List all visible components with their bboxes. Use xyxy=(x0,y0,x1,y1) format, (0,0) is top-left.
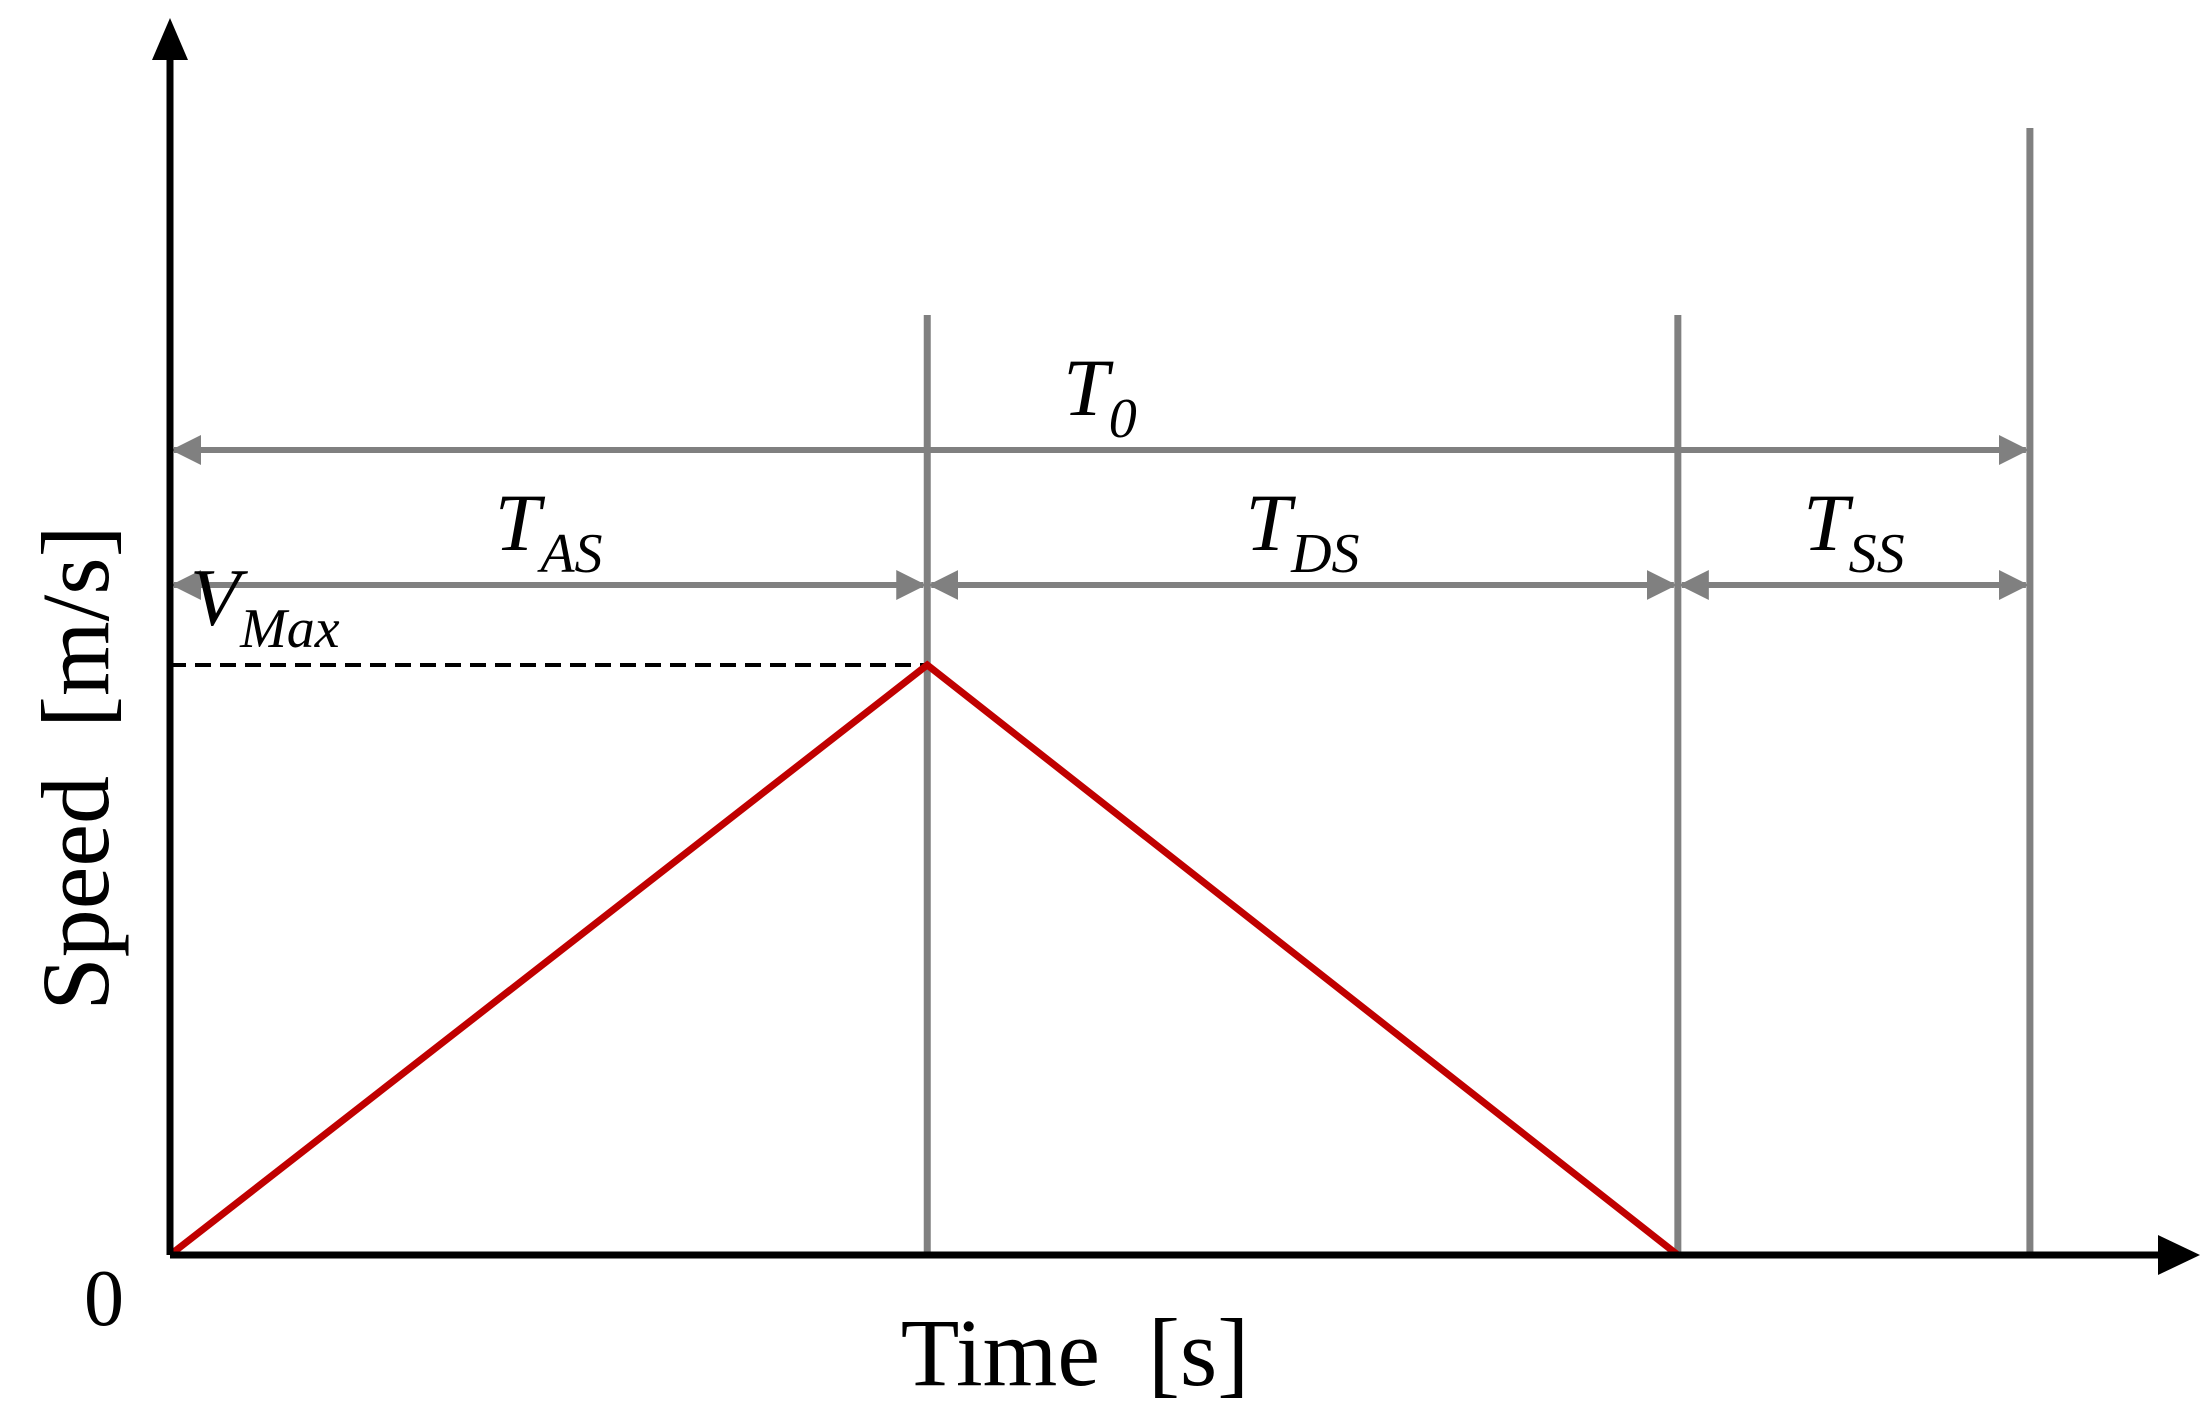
vmax-label-sub: Max xyxy=(239,598,340,660)
speed-line xyxy=(167,660,2030,1259)
interval-label-main: T xyxy=(495,477,546,568)
speed-series xyxy=(167,660,2030,1259)
interval-label-sub: DS xyxy=(1290,523,1359,585)
x-axis-label: Time [s] xyxy=(901,1299,1250,1406)
vmax-label: VMax xyxy=(190,552,340,660)
interval-label-main: T xyxy=(1063,342,1114,433)
vmax-annotation: VMax xyxy=(170,552,928,667)
y-axis-arrow xyxy=(152,18,188,60)
interval-label-sub: 0 xyxy=(1109,388,1137,450)
interval-label-sub: SS xyxy=(1849,523,1905,585)
interval-label-main: T xyxy=(1803,477,1854,568)
vmax-label-main: V xyxy=(190,552,248,643)
interval-label-sub: AS xyxy=(536,523,602,585)
y-axis-label: Speed [m/s] xyxy=(22,525,129,1010)
interval-label: TDS xyxy=(1246,477,1360,585)
x-axis-arrow xyxy=(2158,1235,2200,1275)
interval-label: TSS xyxy=(1803,477,1905,585)
interval-label: T0 xyxy=(1063,342,1137,450)
axes xyxy=(152,18,2200,1275)
interval-label: TAS xyxy=(495,477,603,585)
phase-markers xyxy=(923,128,2034,1255)
interval-label-main: T xyxy=(1246,477,1297,568)
origin-label: 0 xyxy=(84,1255,124,1343)
